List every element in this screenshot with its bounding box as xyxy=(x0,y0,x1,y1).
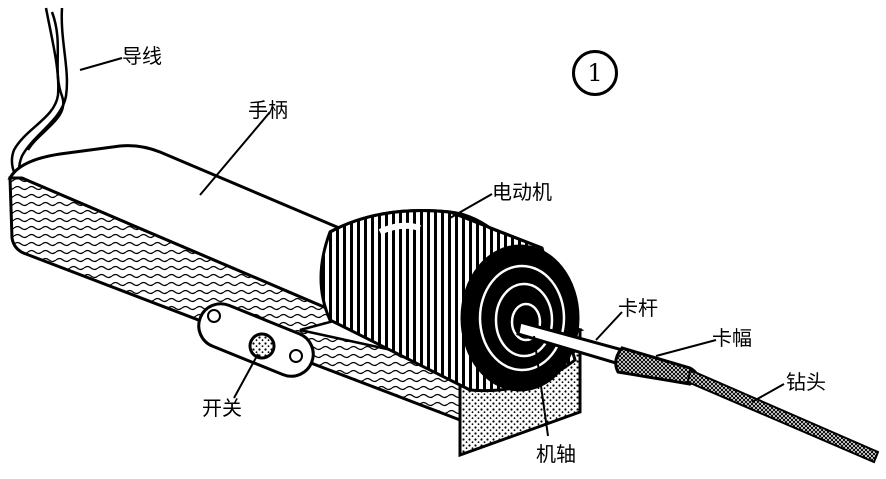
leader-switch xyxy=(233,353,259,399)
leader-motor xyxy=(449,193,493,219)
leader-chuck-rod xyxy=(595,311,623,341)
leader-wire xyxy=(79,57,123,71)
drill-bit xyxy=(686,368,880,464)
wire-lead xyxy=(10,7,69,180)
label-handle: 手柄 xyxy=(248,98,288,122)
label-drill-bit: 钻头 xyxy=(786,370,826,394)
label-switch: 开关 xyxy=(202,396,242,420)
label-shaft: 机轴 xyxy=(536,442,576,466)
leader-chuck-cap xyxy=(655,339,717,357)
leader-shaft xyxy=(533,335,549,437)
motor-end-rings xyxy=(478,264,566,372)
figure-number: 1 xyxy=(572,50,618,96)
leader-lines xyxy=(79,57,785,437)
label-chuck-rod: 卡杆 xyxy=(618,296,658,320)
label-motor: 电动机 xyxy=(492,180,552,204)
leader-handle xyxy=(199,111,271,196)
switch-knob xyxy=(248,332,276,360)
chuck-cap xyxy=(614,346,699,386)
label-wire: 导线 xyxy=(122,44,162,68)
leader-drill-bit xyxy=(751,383,785,403)
label-chuck-cap: 卡幅 xyxy=(712,326,752,350)
